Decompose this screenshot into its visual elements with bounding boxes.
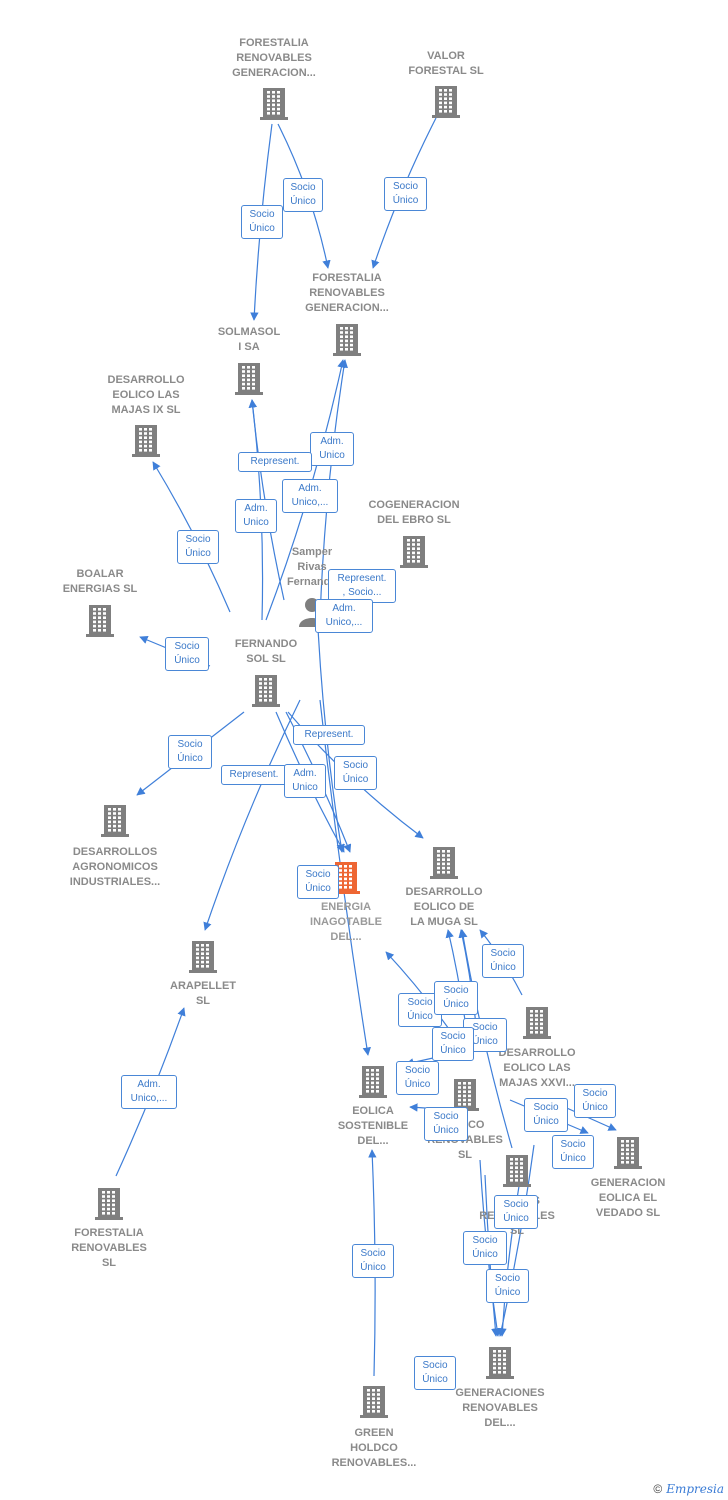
relation-tag[interactable]: Socio Único [432, 1027, 474, 1061]
node-cogeneracion[interactable]: COGENERACION DEL EBRO SL [349, 498, 479, 528]
node-label[interactable]: GENERACION EOLICA EL VEDADO SL [590, 1177, 666, 1219]
relation-tag[interactable]: Represent. [221, 765, 287, 785]
node-forestalia-bottom[interactable]: FORESTALIA RENOVABLES SL [44, 1226, 174, 1271]
node-valor-forestal[interactable]: VALOR FORESTAL SL [381, 49, 511, 79]
relation-tag[interactable]: Adm. Unico,... [282, 479, 338, 513]
brand-logo[interactable]: Empresia [666, 1482, 724, 1496]
node-forestalia-mid[interactable]: FORESTALIA RENOVABLES GENERACION... [282, 271, 412, 316]
node-boalar[interactable]: BOALAR ENERGIAS SL [35, 567, 165, 597]
node-label[interactable]: EOLICA SOSTENIBLE DEL... [337, 1105, 409, 1147]
relation-tag[interactable]: Socio Único [177, 530, 219, 564]
building-icon[interactable] [93, 1186, 125, 1225]
node-forestalia-top[interactable]: FORESTALIA RENOVABLES GENERACION... [209, 36, 339, 81]
relation-tag[interactable]: Adm. Unico [284, 764, 326, 798]
building-icon[interactable] [233, 361, 265, 400]
relation-tag[interactable]: Socio Único [494, 1195, 538, 1229]
node-desarrollo-ix[interactable]: DESARROLLO EOLICO LAS MAJAS IX SL [81, 373, 211, 418]
relation-tag[interactable]: Adm. Unico [235, 499, 277, 533]
node-label[interactable]: FORESTALIA RENOVABLES GENERACION... [232, 37, 316, 79]
relation-tag[interactable]: Socio Único [334, 756, 377, 790]
node-label[interactable]: GENERACIONES RENOVABLES DEL... [455, 1387, 545, 1429]
node-label[interactable]: FORESTALIA RENOVABLES GENERACION... [305, 272, 389, 314]
node-label[interactable]: FORESTALIA RENOVABLES SL [71, 1227, 147, 1269]
relation-tag[interactable]: Socio Único [463, 1231, 507, 1265]
relation-tag[interactable]: Socio Único [283, 178, 323, 212]
node-eolica-sostenible[interactable]: EOLICA SOSTENIBLE DEL... [308, 1104, 438, 1149]
relation-tag[interactable]: Adm. Unico,... [315, 599, 373, 633]
relation-tag[interactable]: Represent. [238, 452, 312, 472]
relation-tag[interactable]: Socio Único [297, 865, 339, 899]
relation-edge [497, 1144, 535, 1337]
relation-tag[interactable]: Socio Único [524, 1098, 568, 1132]
node-solmasol[interactable]: SOLMASOL I SA [184, 325, 314, 355]
building-icon[interactable] [358, 1384, 390, 1423]
relation-tag[interactable]: Socio Único [414, 1356, 456, 1390]
node-generaciones[interactable]: GENERACIONES RENOVABLES DEL... [435, 1386, 565, 1431]
building-icon[interactable] [521, 1005, 553, 1044]
building-icon[interactable] [484, 1345, 516, 1384]
node-label[interactable]: BOALAR ENERGIAS SL [62, 568, 138, 595]
relation-tag[interactable]: Socio Único [552, 1135, 594, 1169]
node-label[interactable]: ARAPELLET SL [170, 980, 236, 1007]
building-icon[interactable] [430, 84, 462, 123]
building-icon[interactable] [501, 1153, 533, 1192]
node-label[interactable]: DESARROLLO EOLICO LAS MAJAS XXVI... [498, 1047, 576, 1089]
building-icon[interactable] [612, 1135, 644, 1174]
relation-tag[interactable]: Represent. , Socio... [328, 569, 396, 603]
relation-tag[interactable]: Socio Único [482, 944, 524, 978]
building-icon[interactable] [258, 86, 290, 125]
relation-tag[interactable]: Socio Único [168, 735, 212, 769]
building-icon[interactable] [99, 803, 131, 842]
relation-tag[interactable]: Socio Único [424, 1107, 468, 1141]
node-label[interactable]: DESARROLLO EOLICO LAS MAJAS IX SL [107, 374, 185, 416]
relation-tag[interactable]: Socio Único [352, 1244, 394, 1278]
building-icon[interactable] [428, 845, 460, 884]
relation-tag[interactable]: Socio Único [384, 177, 427, 211]
node-green-holdco[interactable]: GREEN HOLDCO RENOVABLES... [309, 1426, 439, 1471]
building-icon[interactable] [398, 534, 430, 573]
focus-building-icon[interactable] [330, 860, 362, 899]
relation-tag[interactable]: Socio Único [241, 205, 283, 239]
node-label[interactable]: VALOR FORESTAL SL [408, 50, 484, 77]
building-icon[interactable] [84, 603, 116, 642]
copyright-mark: © [653, 1482, 663, 1496]
footer-credit: ©Empresia [653, 1482, 724, 1496]
node-label[interactable]: ENERGIA INAGOTABLE DEL... [310, 901, 382, 943]
building-icon[interactable] [250, 673, 282, 712]
node-label[interactable]: FERNANDO SOL SL [234, 638, 298, 665]
node-label[interactable]: SOLMASOL I SA [217, 326, 281, 353]
node-majas-xxvi[interactable]: DESARROLLO EOLICO LAS MAJAS XXVI... [472, 1046, 602, 1091]
node-energia[interactable]: ENERGIA INAGOTABLE DEL... [281, 900, 411, 945]
relation-edge [203, 699, 301, 931]
node-el-vedado[interactable]: GENERACION EOLICA EL VEDADO SL [563, 1176, 693, 1221]
node-label[interactable]: DESARROLLOS AGRONOMICOS INDUSTRIALES... [69, 846, 161, 888]
building-icon[interactable] [130, 423, 162, 462]
node-desarrollos-agro[interactable]: DESARROLLOS AGRONOMICOS INDUSTRIALES... [50, 845, 180, 890]
relation-tag[interactable]: Socio Único [434, 981, 478, 1015]
node-muga[interactable]: DESARROLLO EOLICO DE LA MUGA SL [379, 885, 509, 930]
building-icon[interactable] [357, 1064, 389, 1103]
relation-tag[interactable]: Socio Único [165, 637, 209, 671]
node-label[interactable]: COGENERACION DEL EBRO SL [368, 499, 460, 526]
building-icon[interactable] [331, 322, 363, 361]
relation-tag[interactable]: Socio Único [574, 1084, 616, 1118]
relation-tag[interactable]: Socio Único [486, 1269, 529, 1303]
node-label[interactable]: GREEN HOLDCO RENOVABLES... [331, 1427, 417, 1469]
relation-tag[interactable]: Adm. Unico [310, 432, 354, 466]
node-fernando-sol[interactable]: FERNANDO SOL SL [201, 637, 331, 667]
node-label[interactable]: Samper Rivas Fernando [286, 546, 338, 588]
relation-tag[interactable]: Represent. [293, 725, 365, 745]
relation-tag[interactable]: Adm. Unico,... [121, 1075, 177, 1109]
relation-tag[interactable]: Socio Único [396, 1061, 439, 1095]
node-arapellet[interactable]: ARAPELLET SL [138, 979, 268, 1009]
building-icon[interactable] [187, 939, 219, 978]
node-samper[interactable]: Samper Rivas Fernando [247, 545, 377, 590]
node-label[interactable]: DESARROLLO EOLICO DE LA MUGA SL [405, 886, 483, 928]
